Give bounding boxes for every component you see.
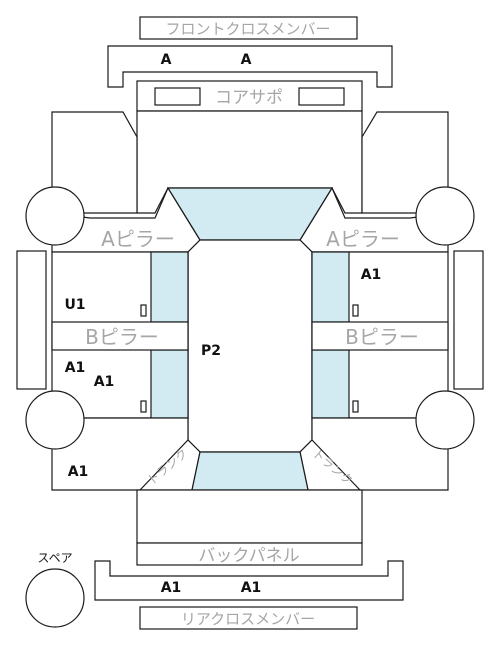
spare-label: スペア xyxy=(37,551,72,565)
right-rear-window xyxy=(311,349,350,419)
left-rear-door-grade-a: A1 xyxy=(65,360,86,376)
front-cross-member: フロントクロスメンバー xyxy=(139,16,358,40)
roof-grade: P2 xyxy=(201,343,221,359)
spare-wheel xyxy=(25,568,85,628)
core-support-label: コアサポ xyxy=(215,88,283,108)
right-rear-wheel xyxy=(415,390,475,450)
front-bracket xyxy=(107,45,393,88)
right-front-fender xyxy=(361,111,449,214)
left-front-wheel xyxy=(25,186,85,246)
right-b-pillar xyxy=(311,321,449,351)
rear-cross-grade-right: A1 xyxy=(241,580,262,596)
rear-window xyxy=(191,451,309,491)
right-front-door-grade: A1 xyxy=(361,267,382,283)
left-front-door-handle xyxy=(140,304,147,317)
b-pillar-left-label: Bピラー xyxy=(85,325,159,349)
back-panel-label: バックパネル xyxy=(198,546,299,566)
left-b-pillar xyxy=(51,321,189,351)
back-panel: バックパネル xyxy=(136,542,363,566)
right-side-skirt xyxy=(453,250,484,390)
a-pillar-right-label: Aピラー xyxy=(326,227,400,251)
a-pillar-left-label: Aピラー xyxy=(101,227,175,251)
left-side-skirt xyxy=(16,250,47,390)
rear-cross-member: リアクロスメンバー xyxy=(139,606,358,630)
right-front-door-handle xyxy=(352,304,359,317)
right-front-wheel xyxy=(415,186,475,246)
left-rear-fender-grade: A1 xyxy=(68,464,89,480)
b-pillar-right-label: Bピラー xyxy=(345,325,419,349)
front-cross-grade-left: A xyxy=(161,52,172,68)
left-rear-door-grade-b: A1 xyxy=(94,374,115,390)
rear-bracket xyxy=(94,560,404,601)
left-rear-wheel xyxy=(25,390,85,450)
front-cross-grade-right: A xyxy=(241,52,252,68)
core-support: コアサポ xyxy=(136,80,363,112)
left-front-window xyxy=(150,251,189,323)
left-rear-door-handle xyxy=(140,400,147,413)
trunk-lid xyxy=(136,489,363,544)
spare-tire: スペア xyxy=(25,551,85,628)
front-cross-member-label: フロントクロスメンバー xyxy=(165,20,330,38)
rear-cross-member-label: リアクロスメンバー xyxy=(181,610,315,628)
right-rear-door-handle xyxy=(352,400,359,413)
left-rear-window xyxy=(150,349,189,419)
left-front-door-grade: U1 xyxy=(64,297,85,313)
right-front-window xyxy=(311,251,350,323)
rear-cross-grade-left: A1 xyxy=(161,580,182,596)
